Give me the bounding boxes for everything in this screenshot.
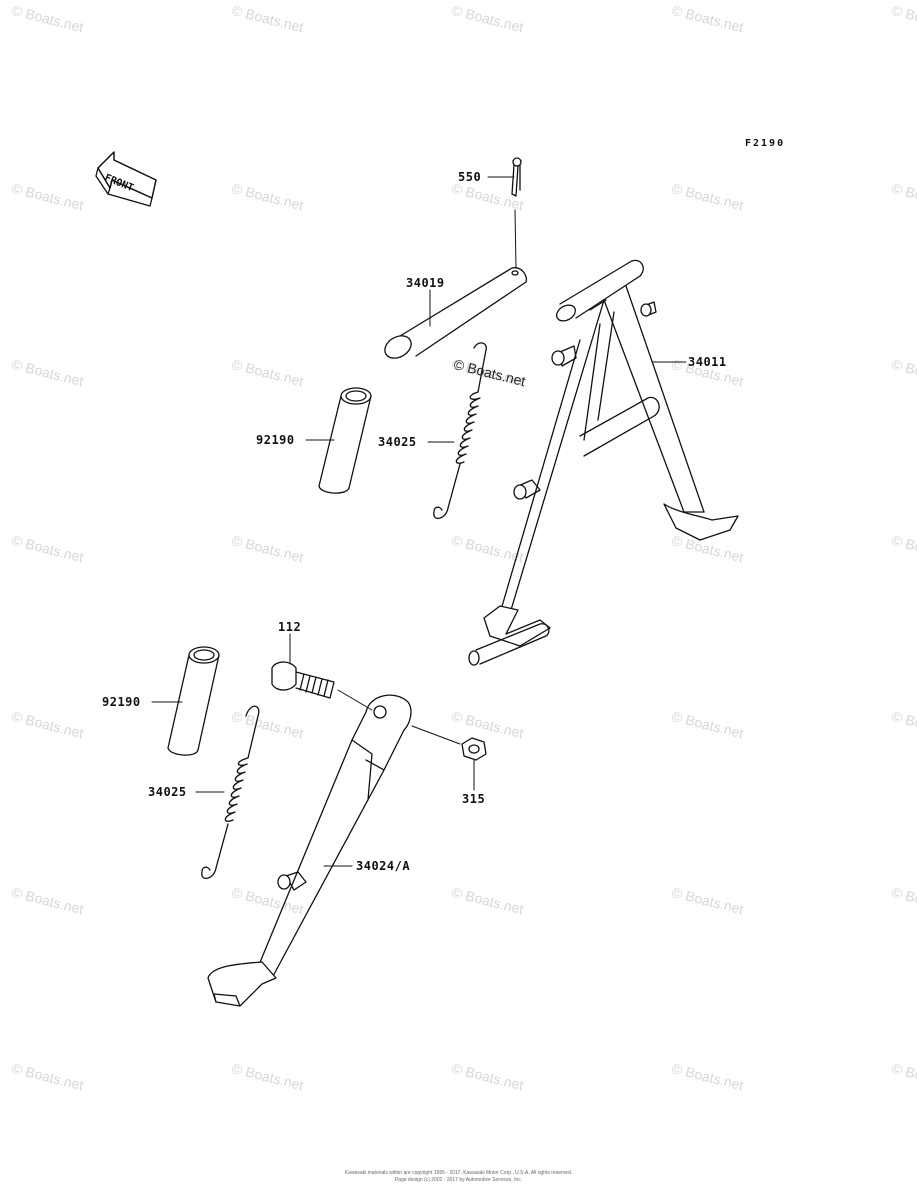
side-stand-34024A: [207, 694, 412, 1007]
callout-34024A: 34024/A: [356, 859, 411, 873]
spring-34025-bottom: [201, 705, 260, 879]
callout-112: 112: [278, 620, 302, 634]
callout-92190-top: 92190: [256, 433, 295, 447]
collar-92190-bottom: [167, 646, 220, 756]
callout-34025-bottom: 34025: [148, 785, 187, 799]
center-stand-34011: [468, 259, 739, 666]
pin-34019: [384, 267, 528, 359]
figure-code: F2190: [745, 138, 786, 149]
callout-34011: 34011: [688, 355, 727, 369]
copyright-line-2: Page design (c) 2002 - 2017 by Automotiv…: [394, 1177, 523, 1183]
copyright-line-1: Kawasaki materials within are copyright …: [344, 1170, 573, 1176]
leader-lines: [151, 176, 687, 867]
callout-315: 315: [462, 792, 486, 806]
collar-92190-top: [318, 387, 372, 494]
nut-315: [411, 725, 487, 761]
bolt-112: [271, 661, 373, 711]
cotter-pin-550: [511, 157, 522, 269]
callout-34019: 34019: [406, 276, 445, 290]
spring-34025-top: [433, 342, 487, 519]
callout-92190-bottom: 92190: [102, 695, 141, 709]
front-arrow-icon: FRONT: [95, 151, 157, 207]
callout-550: 550: [458, 170, 482, 184]
callout-34025-top: 34025: [378, 435, 417, 449]
